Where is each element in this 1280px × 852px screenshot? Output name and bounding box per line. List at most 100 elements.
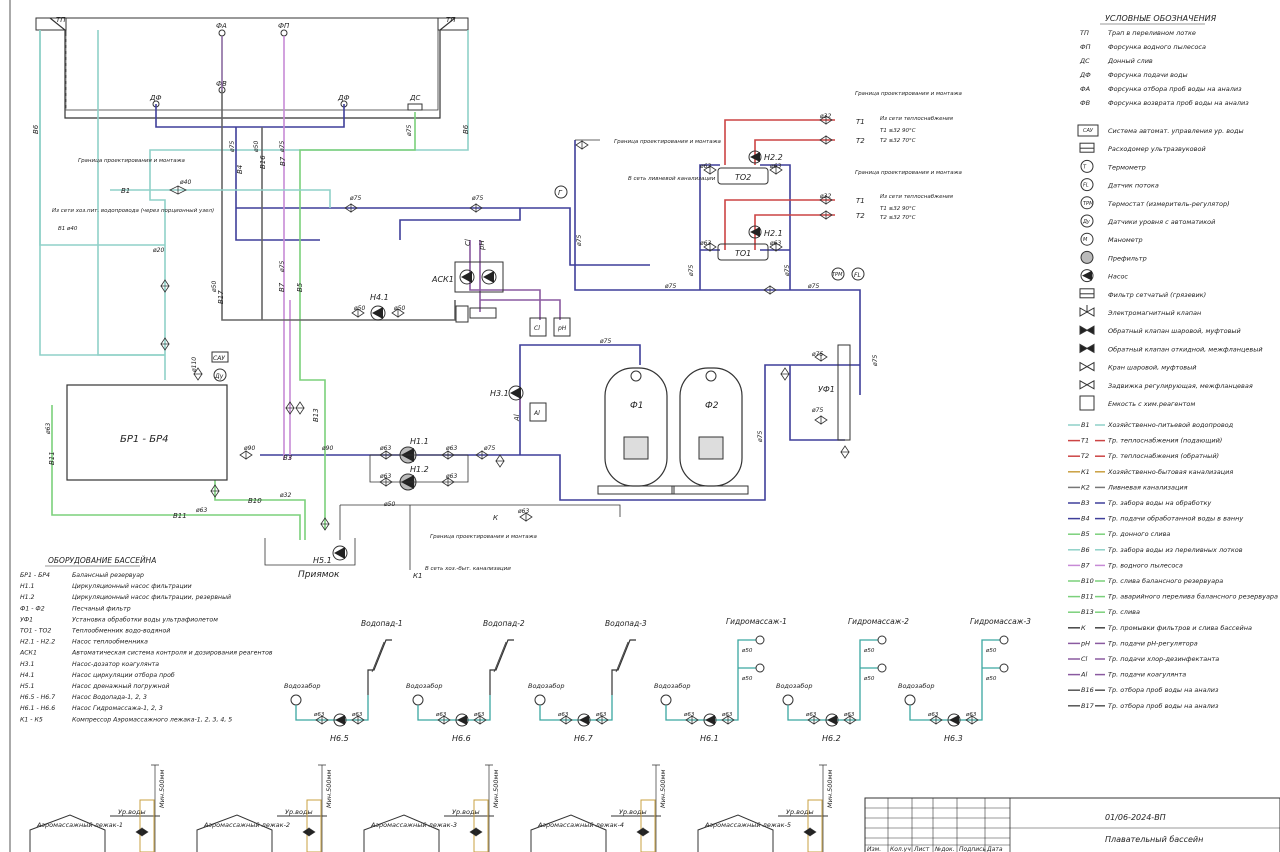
dim-label: ø63 [351,712,363,718]
b11-vert-label: В11 [48,451,56,465]
legend-line-code: В13 [1081,608,1094,616]
note-from-heat-2: Из сети теплоснабжения [880,194,954,200]
pump-icon [947,713,961,727]
dim-b11-h: ø63 [195,507,207,514]
legend-line-text: Тр. подачи обработанной воды в ванну [1108,515,1243,523]
equipment-code: Н2.1 - Н2.2 [20,639,55,646]
legend-abbr-code: ФА [1080,85,1090,93]
dim-label: ø63 [805,712,817,718]
equipment-text: Теплообменник водо-водяной [72,627,170,635]
legend-line-text: Тр. отбора проб воды на анализ [1108,686,1219,694]
gate-valve-icon [1079,379,1095,390]
b11-label: В11 [173,512,187,520]
b7-lower-label: В7 [278,282,286,292]
b6-right-label: В6 [462,124,470,134]
pump-icon [1080,269,1094,283]
equipment-text: Установка обработки воды ультрафиолетом [72,615,218,623]
hydromassage-title: Гидромассаж-2 [848,617,909,626]
dim-h41-b: ø50 [393,305,405,312]
legend-abbr-code: ТП [1080,29,1089,37]
equipment-code: Н3.1 [20,661,35,668]
legend-symbol-text: Кран шаровой, муфтовый [1108,364,1197,372]
dim-b3: ø90 [243,445,255,452]
b10-label: В10 [248,497,262,505]
pump-label: Н6.6 [452,734,471,743]
legend-symbol-text: Термостат (измеритель-регулятор) [1108,200,1230,208]
legend-abbr-text: Форсунка отбора проб воды на анализ [1108,85,1242,93]
k1-label: К1 [413,572,422,580]
legend-line-text: Тр. аварийного перелива балансного резер… [1108,593,1278,601]
intake-label: Водозабор [898,682,934,690]
legend-line-text: Ливневая канализация [1107,483,1188,491]
legend-line-code: К1 [1081,468,1090,476]
legend-line-code: В3 [1081,499,1090,507]
pump-label: Н6.7 [574,734,594,743]
pool-bowl: ТП ТП ФА ФП ФВ ДФ ДФ ДС [35,16,469,119]
legend-symbol-tag: ТРМ [1083,201,1094,207]
legend-line-text: Тр. забора воды на обработку [1108,499,1211,507]
h51-label: Н5.1 [313,556,332,565]
dim-b4: ø75 [229,141,236,153]
waterfall-title: Водопад-2 [483,619,525,628]
legend-line-text: Хозяйственно-бытовая канализация [1107,468,1233,476]
dim-uf-a: ø75 [811,351,823,358]
dim-uf-c: ø75 [872,355,879,367]
legend-symbol-text: Задвижка регулирующая, межфланцевая [1108,382,1253,390]
legend-abbr-code: ФВ [1080,99,1091,107]
equipment-code: УФ1 [20,616,33,623]
h21-label: Н2.1 [764,229,783,238]
legend-abbr-code: ДФ [1079,71,1091,79]
dim-h1-out: ø75 [483,445,495,452]
cau-label: САУ [213,355,225,362]
legend-line-code: К [1081,624,1086,632]
dim-to2-l: ø63 [699,163,711,170]
equipment-group: БР1 - БР4 САУ Ду АСК1 Cl pH Н4.1 Н3.1 Al… [66,115,865,580]
dim-main: ø75 [576,235,583,247]
legend-symbol-tag: САУ [1083,128,1094,134]
min-depth-label: Мин.500мм [659,770,667,808]
b1-label: В1 [121,187,130,195]
note-t2-1: Т2 ≤32 70°C [880,138,916,144]
tp-left-label: ТП [56,16,66,24]
title-block-col: Кол.уч [890,846,911,852]
legend-line-code: В1 [1081,421,1090,429]
b16-label: В16 [259,155,267,169]
to2-label: ТО2 [735,173,751,182]
pipe-network [39,30,861,570]
legend-abbr-code: ФП [1080,43,1091,51]
equipment-code: Н1.2 [20,594,35,601]
legend-abbr-text: Трап в переливном лотке [1108,29,1196,37]
note-boundary-3: Граница проектирования и монтажа [855,91,963,97]
legend-line-code: рН [1080,639,1090,647]
legend-abbr-text: Форсунка возврата проб воды на анализ [1108,99,1249,107]
legend-line-text: Тр. теплоснабжения (обратный) [1108,452,1219,460]
note-from-heat-1: Из сети теплоснабжения [880,116,954,122]
priyamok-label: Приямок [298,570,340,580]
dim-b6-in: ø110 [191,357,198,373]
equipment-code: БР1 - БР4 [20,572,50,579]
uv-unit [837,344,851,441]
legend-line-code: В7 [1081,561,1090,569]
dim-b4-b: ø75 [471,195,483,202]
equipment-code: АСК1 [19,650,37,657]
fl-label: FL [854,272,861,279]
dim-b17: ø50 [211,281,218,293]
dim-h11-b: ø63 [445,445,457,452]
hydromassage-title: Гидромассаж-1 [726,617,787,626]
equipment-text: Насос Водопада-1, 2, 3 [72,694,147,701]
title-block-col: №док. [934,846,955,852]
title-block-col: Изм. [867,846,881,852]
dim-main-h2: ø75 [807,283,819,290]
waterfall-title: Водопад-1 [361,619,403,628]
dim-k2: ø63 [517,508,529,515]
equipment-text: Компрессор Аэромассажного лежака-1, 2, 3… [72,716,232,723]
dim-to-a: ø75 [688,265,695,277]
pump-icon [825,713,839,727]
note-b1-40: В1 ø40 [58,226,78,232]
dim-b10: ø32 [279,492,291,499]
dim-t1: ø32 [819,113,831,120]
